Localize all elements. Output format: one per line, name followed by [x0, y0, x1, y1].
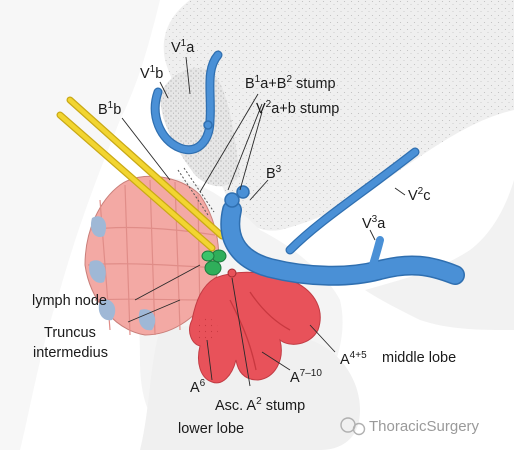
pulmonary-veins — [150, 50, 465, 286]
label-b3: B3 — [266, 164, 282, 182]
label-lower-lobe: lower lobe — [178, 421, 244, 437]
label-v2c: V2c — [408, 186, 430, 204]
label-a45: A4+5 — [340, 350, 367, 368]
label-lymph-node: lymph node — [32, 293, 107, 309]
label-a7-10: A7–10 — [290, 368, 322, 386]
label-v1b: V1b — [140, 64, 163, 82]
label-v3a: V3a — [362, 214, 386, 232]
staple-line — [177, 167, 215, 216]
label-truncus-line2: intermedius — [33, 345, 108, 361]
label-a6: A6 — [190, 378, 206, 396]
v1-region-stipple — [160, 67, 240, 187]
label-asc-a2-stump: Asc. A2 stump — [215, 396, 305, 414]
upper-lobe-tissue — [163, 0, 514, 231]
middle-lobe-tissue — [365, 180, 514, 330]
label-v2ab-stump: V2a+b stump — [256, 99, 339, 117]
label-b1a-b2-stump: B1a+B2 stump — [245, 74, 336, 92]
label-b1b: B1b — [98, 100, 121, 118]
stapler-rods — [56, 96, 226, 252]
lung-tissue-left — [0, 0, 160, 450]
watermark-text: ThoracicSurgery — [369, 418, 480, 435]
bronchus-truncus-intermedius — [84, 175, 220, 336]
leader-lines — [121, 56, 406, 387]
lower-lobe-tissue — [140, 325, 360, 450]
pulmonary-artery — [189, 268, 321, 384]
label-middle-lobe: middle lobe — [382, 350, 456, 366]
watermark-logo-icon — [340, 417, 366, 436]
label-v1a: V1a — [171, 38, 195, 56]
watermark: ThoracicSurgery — [340, 417, 480, 436]
labels: V1a V1b B1b B1a+B2 stump V2a+b stump B3 … — [32, 38, 456, 437]
label-truncus-line1: Truncus — [44, 325, 96, 341]
lymph-node — [201, 249, 227, 276]
